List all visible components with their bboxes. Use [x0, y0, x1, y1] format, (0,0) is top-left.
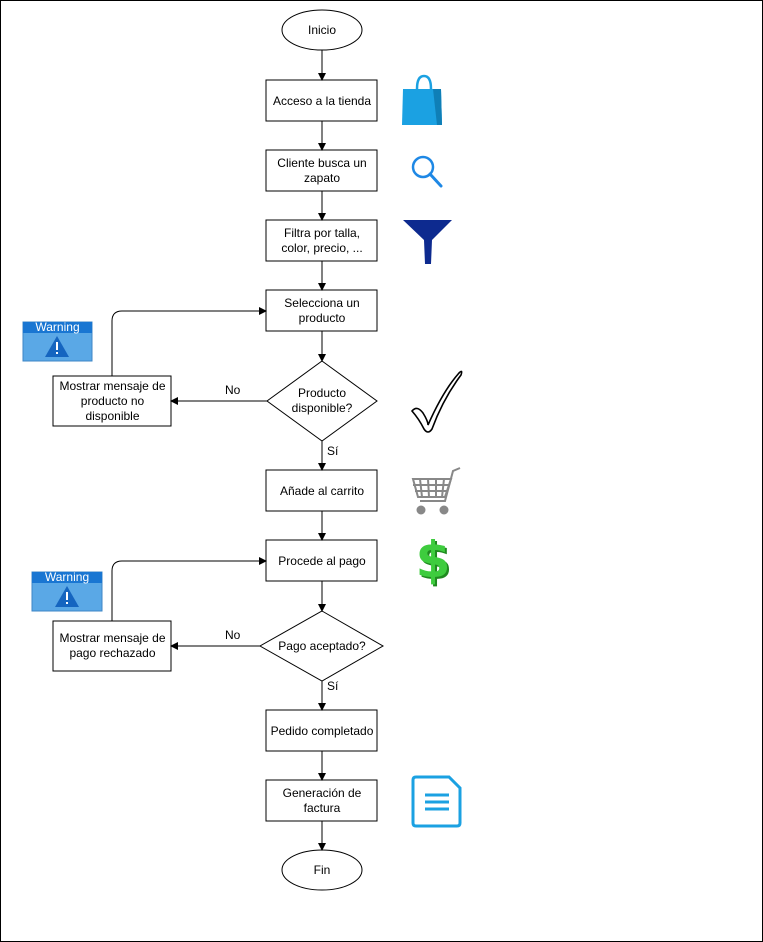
edge-label-yes: Sí [326, 679, 340, 693]
end-node-label: Fin [313, 862, 331, 877]
warning-icon [22, 321, 93, 362]
edge-unavailable-loop [111, 307, 267, 376]
rejected-msg-label: Mostrar mensaje de pago rechazado [59, 631, 166, 660]
unavailable-msg-label: Mostrar mensaje de producto no disponibl… [59, 378, 166, 423]
invoice-node-label: Generación de factura [282, 786, 362, 815]
shopping-bag-icon [402, 74, 442, 125]
edge-label-no: No [224, 383, 242, 397]
add-cart-node-label: Añade al carrito [279, 483, 365, 498]
completed-node-shape[interactable] [265, 709, 378, 752]
search-icon [411, 155, 443, 188]
edge-label-no: No [224, 628, 242, 642]
access-node-label: Acceso a la tienda [272, 93, 372, 108]
select-node-label: Selecciona un producto [284, 296, 360, 325]
edge-label-yes: Sí [326, 444, 340, 458]
unavailable-msg-shape[interactable] [52, 375, 172, 427]
completed-node-label: Pedido completado [270, 723, 374, 738]
access-node-shape[interactable] [265, 79, 378, 122]
search-node-label: Cliente busca un zapato [277, 156, 367, 185]
connectors [111, 50, 326, 851]
available-decision-label: Producto disponible? [291, 386, 353, 415]
rejected-msg-shape[interactable] [52, 620, 172, 672]
dollar-icon: $ $ [416, 531, 453, 591]
payment-decision-label: Pago aceptado? [278, 638, 366, 653]
warning-icon [31, 571, 103, 612]
filter-node-shape[interactable] [265, 219, 378, 262]
svg-text:$: $ [416, 531, 451, 589]
start-node-label: Inicio [307, 22, 336, 37]
pay-node-label: Procede al pago [278, 553, 366, 568]
add-cart-node-shape[interactable] [265, 469, 378, 512]
filter-node-label: Filtra por talla, color, precio, ... [281, 226, 363, 255]
checkmark-icon [410, 370, 463, 433]
shopping-cart-icon [411, 467, 461, 515]
warning-label: Warning [44, 570, 90, 584]
svg-text:$: $ [418, 533, 453, 591]
warning-label: Warning [35, 320, 80, 334]
document-icon [411, 775, 462, 828]
edge-rejected-loop [111, 557, 267, 621]
funnel-icon [403, 220, 452, 264]
